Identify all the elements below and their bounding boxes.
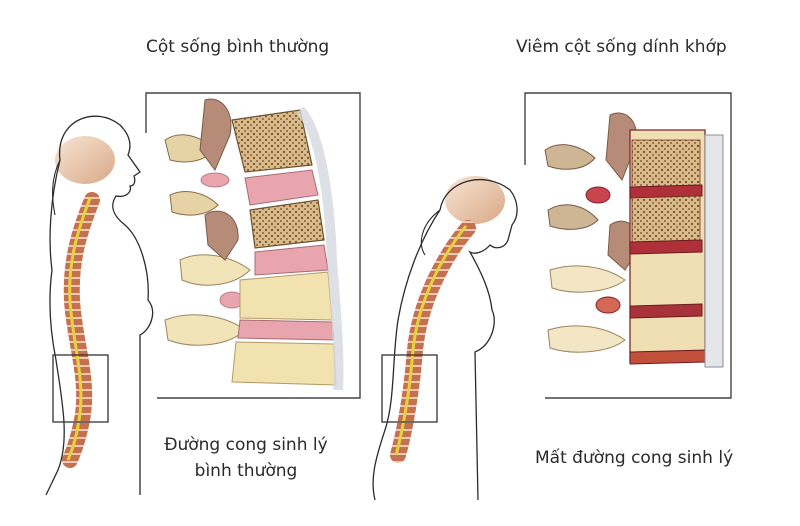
- vertebra-body: [631, 139, 701, 188]
- normal-body-figure: [45, 115, 154, 496]
- inflamed-disc: [629, 184, 703, 199]
- spine-normal: [62, 192, 100, 468]
- skull-ankylosing: [445, 176, 505, 224]
- inflamed-disc: [629, 303, 703, 319]
- spine-ankylosing: [390, 220, 476, 463]
- lost-curve-caption: Mất đường cong sinh lý: [535, 448, 734, 468]
- ankylosing-spine-title: Viêm cột sống dính khớp: [516, 37, 727, 57]
- spinal-cord-normal: [66, 197, 92, 461]
- normal-spine-inset: [145, 92, 361, 399]
- vertebra-body: [249, 199, 325, 249]
- ankylosing-body-figure: [372, 176, 518, 501]
- inflamed-disc: [629, 239, 703, 255]
- ossified-ligament: [704, 134, 724, 368]
- intervertebral-disc: [254, 244, 329, 276]
- normal-curve-caption: Đường cong sinh lý bình thường: [156, 432, 336, 484]
- lumbar-highlight-box-ankylosing: [381, 354, 438, 423]
- normal-caption-line1: Đường cong sinh lý: [164, 435, 328, 455]
- vertebra-body: [631, 195, 701, 243]
- normal-caption-line2: bình thường: [194, 461, 298, 481]
- vertebra-body: [231, 109, 313, 173]
- skull-normal: [55, 136, 115, 184]
- ankylosing-spine-inset: [524, 92, 732, 399]
- intervertebral-disc: [244, 169, 319, 206]
- lumbar-highlight-box-normal: [52, 354, 109, 423]
- spinal-cord-ankylosing: [394, 225, 468, 456]
- normal-spine-title: Cột sống bình thường: [146, 37, 330, 57]
- intervertebral-disc: [237, 319, 335, 341]
